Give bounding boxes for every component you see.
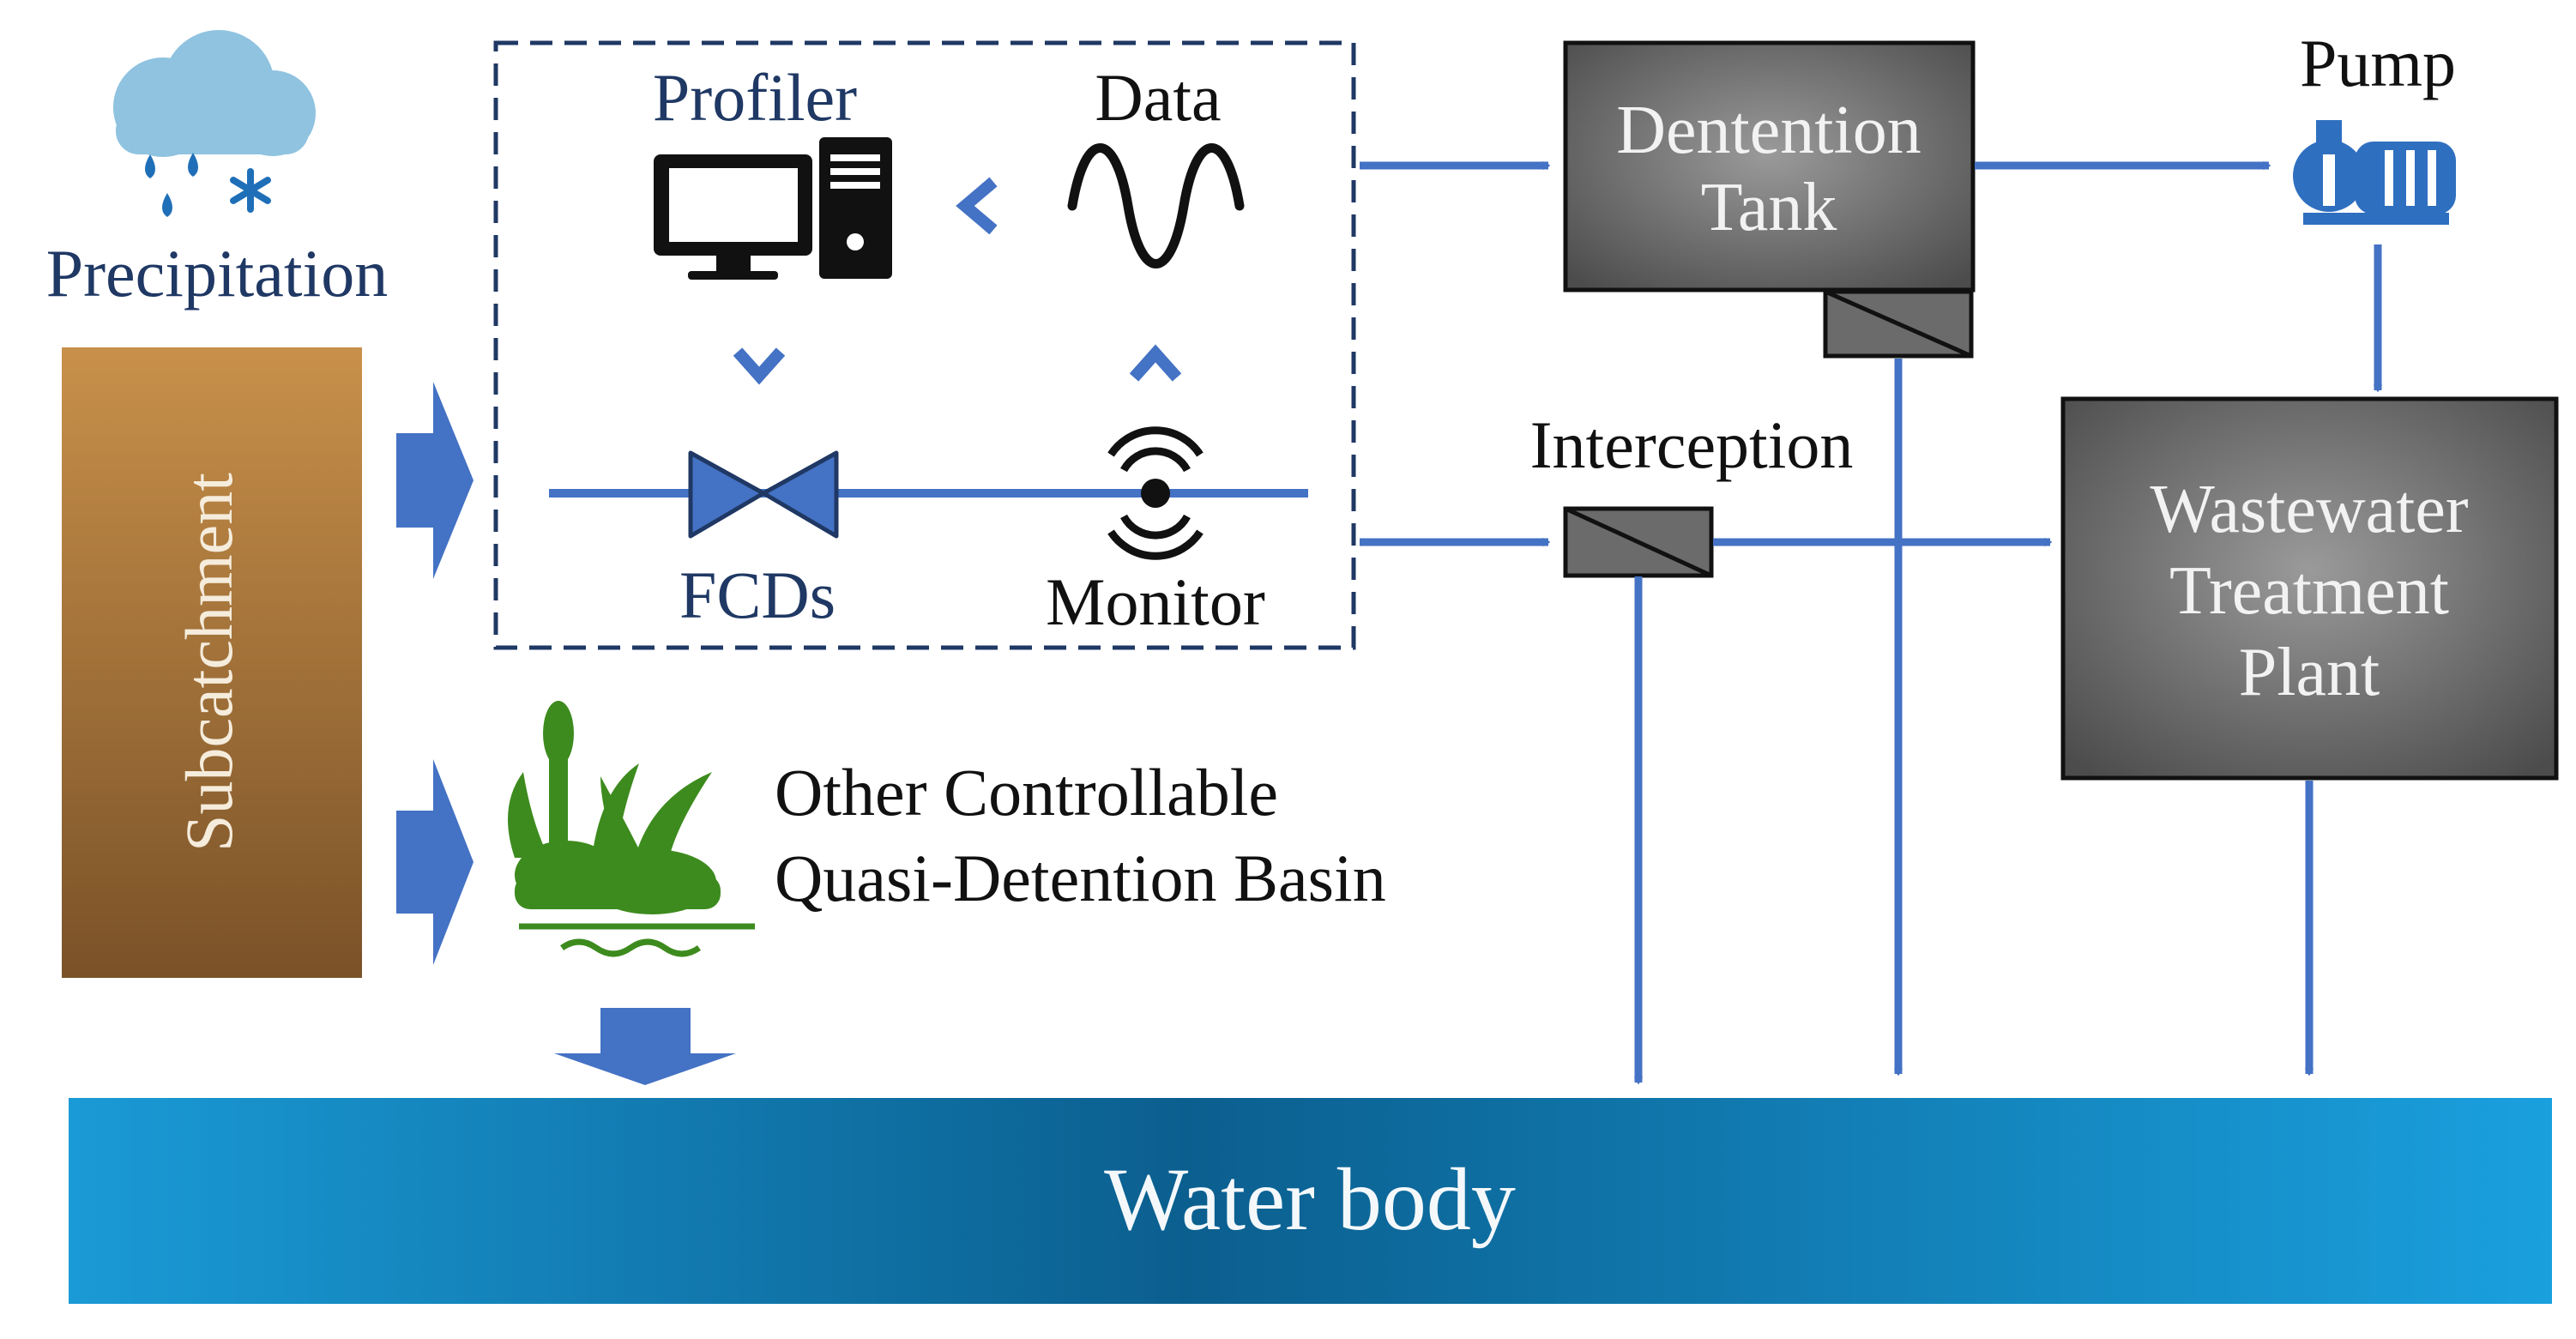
pump-label: Pump (2300, 26, 2456, 100)
wwtp-box (2060, 396, 2559, 781)
fcds-label: FCDs (679, 558, 836, 632)
wwtp-line3: Plant (2239, 635, 2380, 710)
data-to-profiler-chevron (956, 177, 998, 235)
detention-tank-box (1563, 40, 1976, 293)
basin-line2: Quasi-Detention Basin (775, 841, 1386, 915)
valve-icon (688, 450, 839, 539)
basin-to-water-arrow (554, 1008, 736, 1085)
water-body-label: Water body (1104, 1150, 1516, 1249)
basin-line1: Other Controllable (775, 755, 1278, 829)
computer-icon (654, 137, 892, 280)
interception-label: Interception (1530, 407, 1854, 482)
data-label: Data (1095, 60, 1221, 135)
control-system-box (493, 40, 1356, 650)
water-body-band (69, 1098, 2552, 1304)
wetland-plant-icon (508, 701, 755, 957)
subcatchment-to-basin-arrow (396, 759, 474, 965)
interception-gate-icon (1563, 506, 1714, 578)
sensor-icon (1107, 426, 1204, 560)
detention-tank-line1: Dentention (1616, 93, 1921, 168)
subcatchment-to-control-arrow (396, 382, 474, 579)
detention-gate-icon (1823, 289, 1974, 359)
wwtp-line2: Treatment (2169, 553, 2449, 629)
monitor-label: Monitor (1046, 564, 1265, 639)
cloud-rain-snow-icon (113, 30, 316, 217)
detention-tank-line2: Tank (1701, 170, 1837, 245)
precipitation-label: Precipitation (46, 236, 389, 311)
wwtp-line1: Wastewater (2150, 472, 2468, 547)
subcatchment-block (62, 347, 362, 978)
monitor-to-data-chevron (1129, 344, 1182, 382)
profiler-to-fcds-chevron (733, 347, 786, 385)
subcatchment-label: Subcatchment (172, 473, 246, 852)
sine-wave-icon (1067, 143, 1245, 268)
profiler-label: Profiler (653, 60, 857, 135)
pump-icon (2293, 120, 2456, 225)
